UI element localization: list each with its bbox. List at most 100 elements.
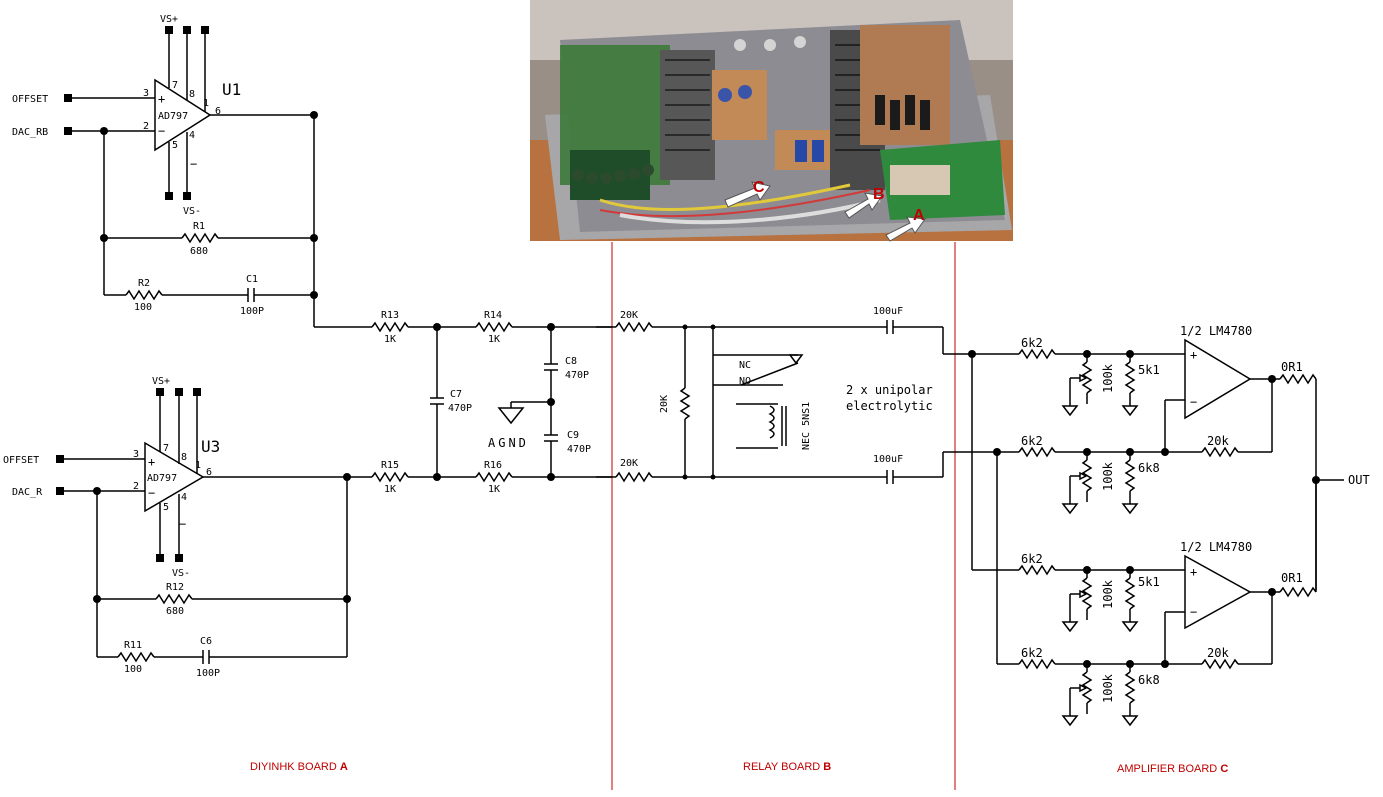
u1-offset-input-label: OFFSET bbox=[12, 94, 48, 105]
u1-pin-number: 8 bbox=[189, 89, 195, 100]
u3-pin-number: 5 bbox=[163, 502, 169, 513]
photo-arrow-label: B bbox=[873, 186, 885, 203]
amp-r6k8-value: 6k8 bbox=[1138, 461, 1160, 475]
r13-value: 1K bbox=[384, 334, 396, 345]
relay-r-mid-value: 20K bbox=[659, 395, 670, 413]
u1-minus-sign: − bbox=[158, 124, 165, 138]
u3-pin-number: 2 bbox=[133, 481, 139, 492]
relay-board: 20K 100uF 20K 100uF 20K NC NO bbox=[596, 306, 997, 484]
amp-rfb-value: 20k bbox=[1207, 434, 1229, 448]
u1-vminus-label: VS- bbox=[183, 206, 201, 217]
c1-ref: C1 bbox=[246, 274, 258, 285]
c6-ref: C6 bbox=[200, 636, 212, 647]
c7-value: 470P bbox=[448, 403, 472, 414]
u1-pin-number: 6 bbox=[215, 106, 221, 117]
amp-rin-value: 6k2 bbox=[1021, 336, 1043, 350]
r14-ref: R14 bbox=[484, 310, 502, 321]
amp-rout-value: 0R1 bbox=[1281, 571, 1303, 585]
u1-pin-number: 1 bbox=[203, 98, 209, 109]
u1-pin-number: 3 bbox=[143, 88, 149, 99]
cap-note-line2: electrolytic bbox=[846, 399, 933, 413]
amp-rin-value: 6k2 bbox=[1021, 552, 1043, 566]
r12-value: 680 bbox=[166, 606, 184, 617]
c9-ref: C9 bbox=[567, 430, 579, 441]
u1-vplus-label: VS+ bbox=[160, 14, 178, 25]
amp-pot-value: 100k bbox=[1101, 461, 1115, 491]
cap-top-value: 100uF bbox=[873, 306, 903, 317]
u3-pin-number: 6 bbox=[206, 467, 212, 478]
cap-bot-value: 100uF bbox=[873, 454, 903, 465]
u3-plus-sign: + bbox=[148, 455, 155, 469]
cap-note-line1: 2 x unipolar bbox=[846, 383, 933, 397]
u3-pin-number: 8 bbox=[181, 452, 187, 463]
r1-ref: R1 bbox=[193, 221, 205, 232]
r11-ref: R11 bbox=[124, 640, 142, 651]
r15-value: 1K bbox=[384, 484, 396, 495]
agnd-label: AGND bbox=[488, 436, 529, 450]
amp-rin-value: 6k2 bbox=[1021, 646, 1043, 660]
relay-r-top-value: 20K bbox=[620, 310, 638, 321]
r14-value: 1K bbox=[488, 334, 500, 345]
amp-chip-label: 1/2 LM4780 bbox=[1180, 324, 1252, 338]
u3-pin-number: 7 bbox=[163, 443, 169, 454]
amp-minus-sign: − bbox=[1190, 605, 1197, 619]
photo-arrow-label: A bbox=[913, 207, 925, 224]
u3-pin-number: 4 bbox=[181, 492, 187, 503]
u3-part-label: AD797 bbox=[147, 473, 177, 484]
r16-ref: R16 bbox=[484, 460, 502, 471]
r2-value: 100 bbox=[134, 302, 152, 313]
relay-part-label: NEC 5NS1 bbox=[801, 402, 812, 450]
u3-ref-label: U3 bbox=[201, 437, 220, 456]
r13-ref: R13 bbox=[381, 310, 399, 321]
u1-ref-label: U1 bbox=[222, 80, 241, 99]
relay-no-label: NO bbox=[739, 376, 751, 387]
u3-offset-input-label: OFFSET bbox=[3, 455, 39, 466]
amp-rfb-value: 20k bbox=[1207, 646, 1229, 660]
u3-pin-number: 3 bbox=[133, 449, 139, 460]
c8-value: 470P bbox=[565, 370, 589, 381]
amp-rout-value: 0R1 bbox=[1281, 360, 1303, 374]
u1-dac-input-label: DAC_RB bbox=[12, 127, 48, 138]
u3-minus-sign: − bbox=[148, 486, 155, 500]
amp-minus-sign: − bbox=[1190, 395, 1197, 409]
u3-trim-minus: − bbox=[179, 517, 186, 531]
c1-value: 100P bbox=[240, 306, 264, 317]
amp-r5k1-value: 5k1 bbox=[1138, 575, 1160, 589]
amplifier-stage-upper: 6k2 100k 5k1 + − 1/2 LM4780 6k2 bbox=[968, 324, 1317, 664]
u1-pin-number: 4 bbox=[189, 130, 195, 141]
amp-r6k8-value: 6k8 bbox=[1138, 673, 1160, 687]
rc-filter-network: R13 1K R14 1K R15 1K R16 1K C7 470P C8 4… bbox=[314, 310, 612, 495]
u3-vminus-label: VS- bbox=[172, 568, 190, 579]
u1-pin-number: 7 bbox=[172, 80, 178, 91]
relay-nc-label: NC bbox=[739, 360, 751, 371]
u3-vplus-label: VS+ bbox=[152, 376, 170, 387]
amplifier-photo: C B A bbox=[530, 0, 1013, 242]
r11-value: 100 bbox=[124, 664, 142, 675]
c9-value: 470P bbox=[567, 444, 591, 455]
u3-pin-number: 1 bbox=[195, 460, 201, 471]
photo-arrow-label: C bbox=[753, 179, 765, 196]
amplifier-stage-lower: 6k2 100k 5k1 + − 1/2 LM4780 6k2 100k bbox=[972, 480, 1317, 727]
u1-pin-number: 2 bbox=[143, 121, 149, 132]
r12-ref: R12 bbox=[166, 582, 184, 593]
u1-part-label: AD797 bbox=[158, 111, 188, 122]
r15-ref: R15 bbox=[381, 460, 399, 471]
c7-ref: C7 bbox=[450, 389, 462, 400]
amp-pot-value: 100k bbox=[1101, 363, 1115, 393]
r16-value: 1K bbox=[488, 484, 500, 495]
output-label: OUT bbox=[1348, 473, 1370, 487]
opamp-u1: AD797 U1 + − VS+ VS- 7 8 1 6 5 4 − OFFSE… bbox=[12, 14, 318, 327]
amp-rin-value: 6k2 bbox=[1021, 434, 1043, 448]
u1-trim-minus: − bbox=[190, 157, 197, 171]
amp-pot-value: 100k bbox=[1101, 673, 1115, 703]
c6-value: 100P bbox=[196, 668, 220, 679]
amp-pot-value: 100k bbox=[1101, 579, 1115, 609]
c8-ref: C8 bbox=[565, 356, 577, 367]
u3-dac-input-label: DAC_R bbox=[12, 487, 43, 498]
amp-r5k1-value: 5k1 bbox=[1138, 363, 1160, 377]
board-label-b: RELAY BOARD B bbox=[743, 761, 831, 773]
amp-plus-sign: + bbox=[1190, 565, 1197, 579]
u1-pin-number: 5 bbox=[172, 140, 178, 151]
board-label-a: DIYINHK BOARD A bbox=[250, 761, 348, 773]
